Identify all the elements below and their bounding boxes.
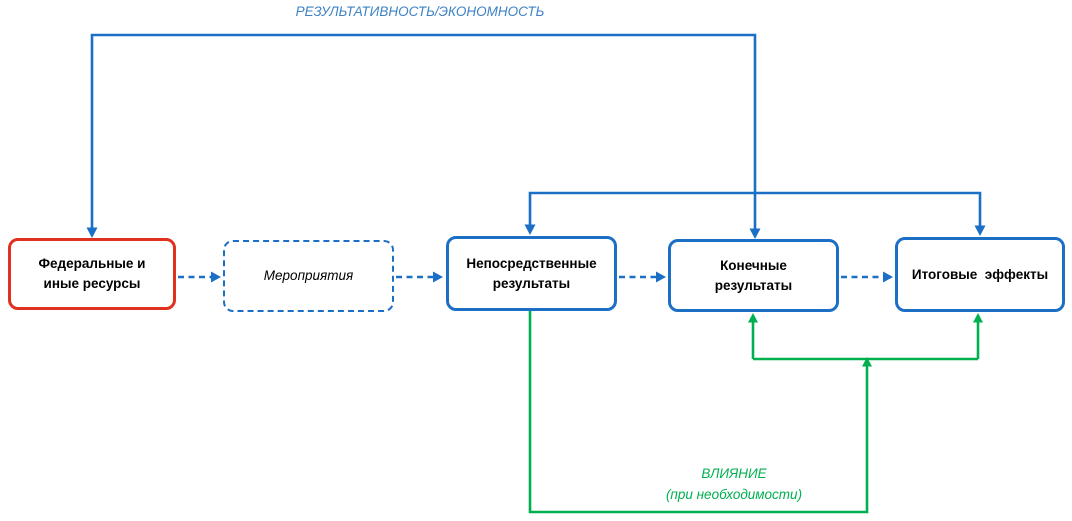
influence-connector [528, 311, 980, 514]
effectiveness-economy-label: РЕЗУЛЬТАТИВНОСТЬ/ЭКОНОМНОСТЬ [295, 4, 545, 19]
influence-connector-arrowheads [748, 313, 983, 367]
effectiveness-connector-arrowheads [86, 224, 986, 239]
influence-label: ВЛИЯНИЕ (при необходимости) [614, 463, 854, 505]
influence-label-line2: (при необходимости) [665, 487, 803, 502]
effectiveness-connector [90, 33, 982, 229]
box-outcome-effects: Итоговые эффекты [895, 237, 1065, 312]
box-direct-results: Непосредственные результаты [446, 236, 617, 311]
box-federal-resources: Федеральные и иные ресурсы [8, 238, 176, 310]
box-final-results: Конечные результаты [668, 239, 839, 312]
box-activities: Мероприятия [223, 240, 394, 312]
influence-label-line1: ВЛИЯНИЕ [701, 466, 767, 481]
flow-arrowheads [211, 271, 893, 283]
